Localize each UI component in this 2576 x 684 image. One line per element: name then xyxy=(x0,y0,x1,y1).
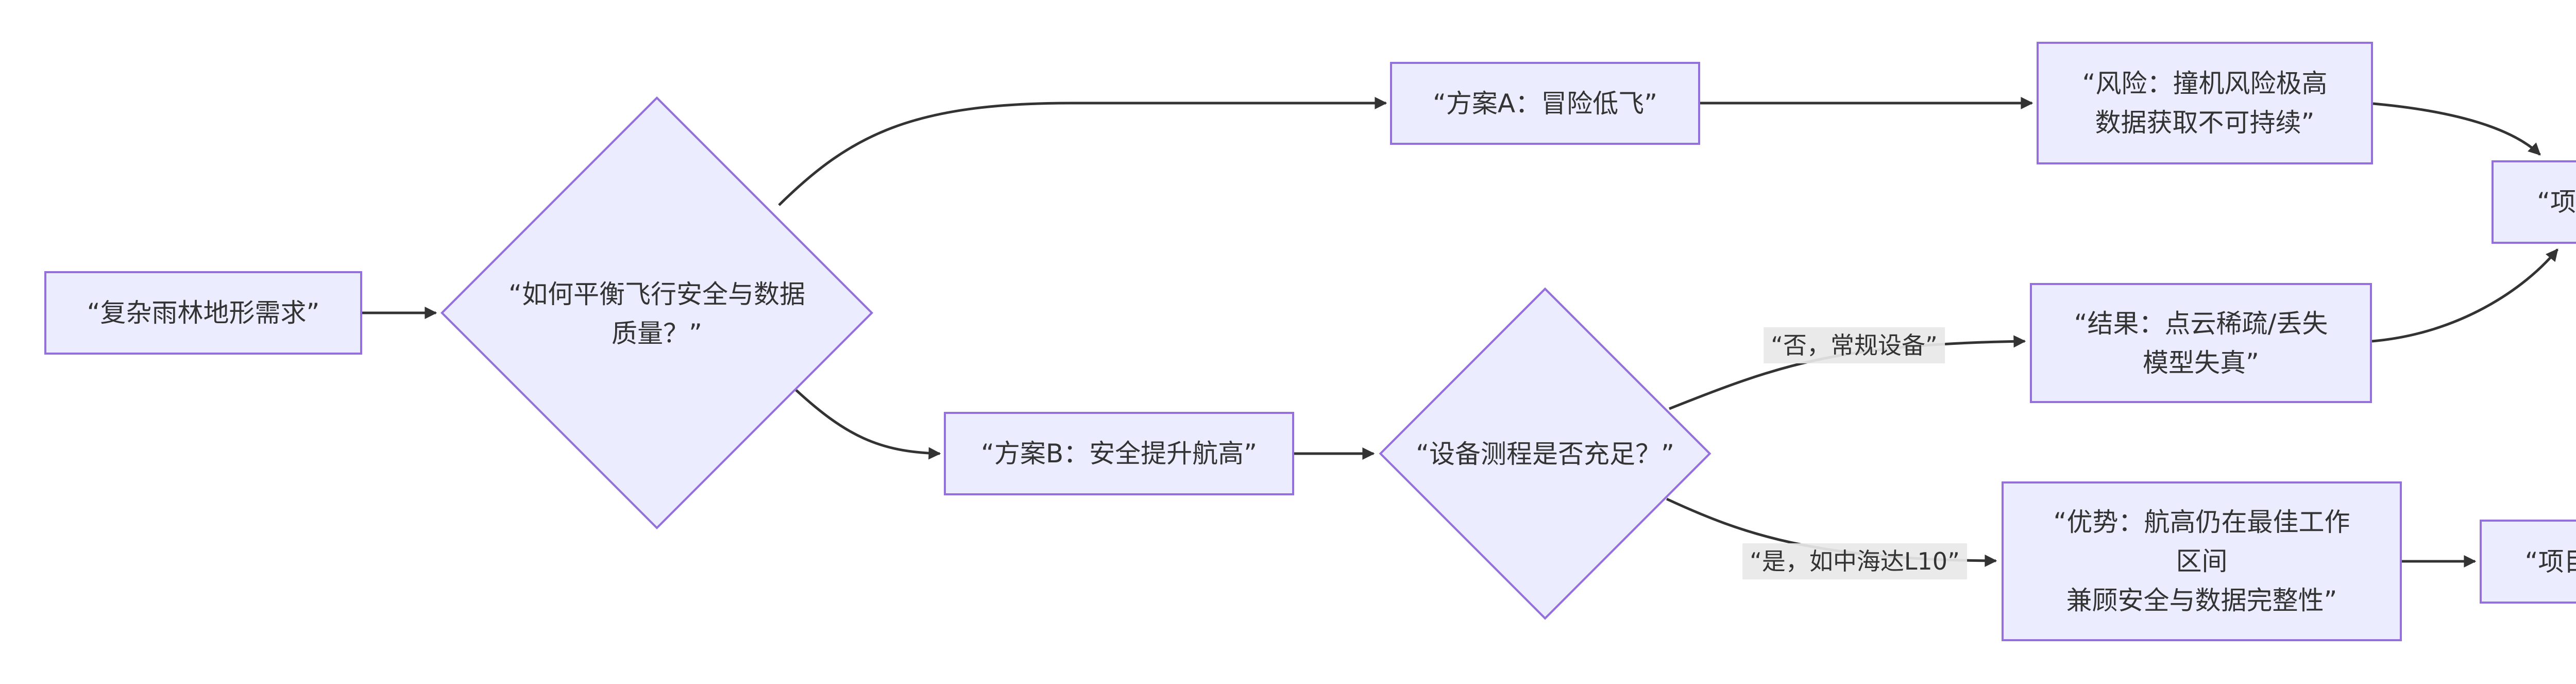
node-planA: “方案A：冒险低飞” xyxy=(1390,62,1700,145)
node-decision1: “如何平衡飞行安全与数据 质量？” xyxy=(509,279,805,348)
edge-decision1-to-planA xyxy=(778,97,1387,206)
edge-riskA-to-projectRisk xyxy=(2372,102,2541,156)
node-decision2: “设备测程是否充足？” xyxy=(1416,439,1674,469)
node-advantageYes: “优势：航高仍在最佳工作 区间 兼顾安全与数据完整性” xyxy=(2002,481,2402,641)
node-planB: “方案B：安全提升航高” xyxy=(944,412,1294,495)
node-projectCertainty: “项目确定性：高” xyxy=(2480,520,2576,604)
node-start: “复杂雨林地形需求” xyxy=(44,271,362,355)
node-resultNo: “结果：点云稀疏/丢失 模型失真” xyxy=(2030,283,2372,403)
edge-decision1-to-planB xyxy=(792,387,941,460)
node-projectRisk: “项目风险：高” xyxy=(2492,160,2576,244)
node-riskA: “风险：撞机风险极高 数据获取不可持续” xyxy=(2037,42,2373,164)
edge-label-no: “否，常规设备” xyxy=(1764,327,1945,363)
edge-resultNo-to-projectRisk xyxy=(2371,248,2558,343)
edge-label-yes: “是，如中海达L10” xyxy=(1742,543,1967,579)
